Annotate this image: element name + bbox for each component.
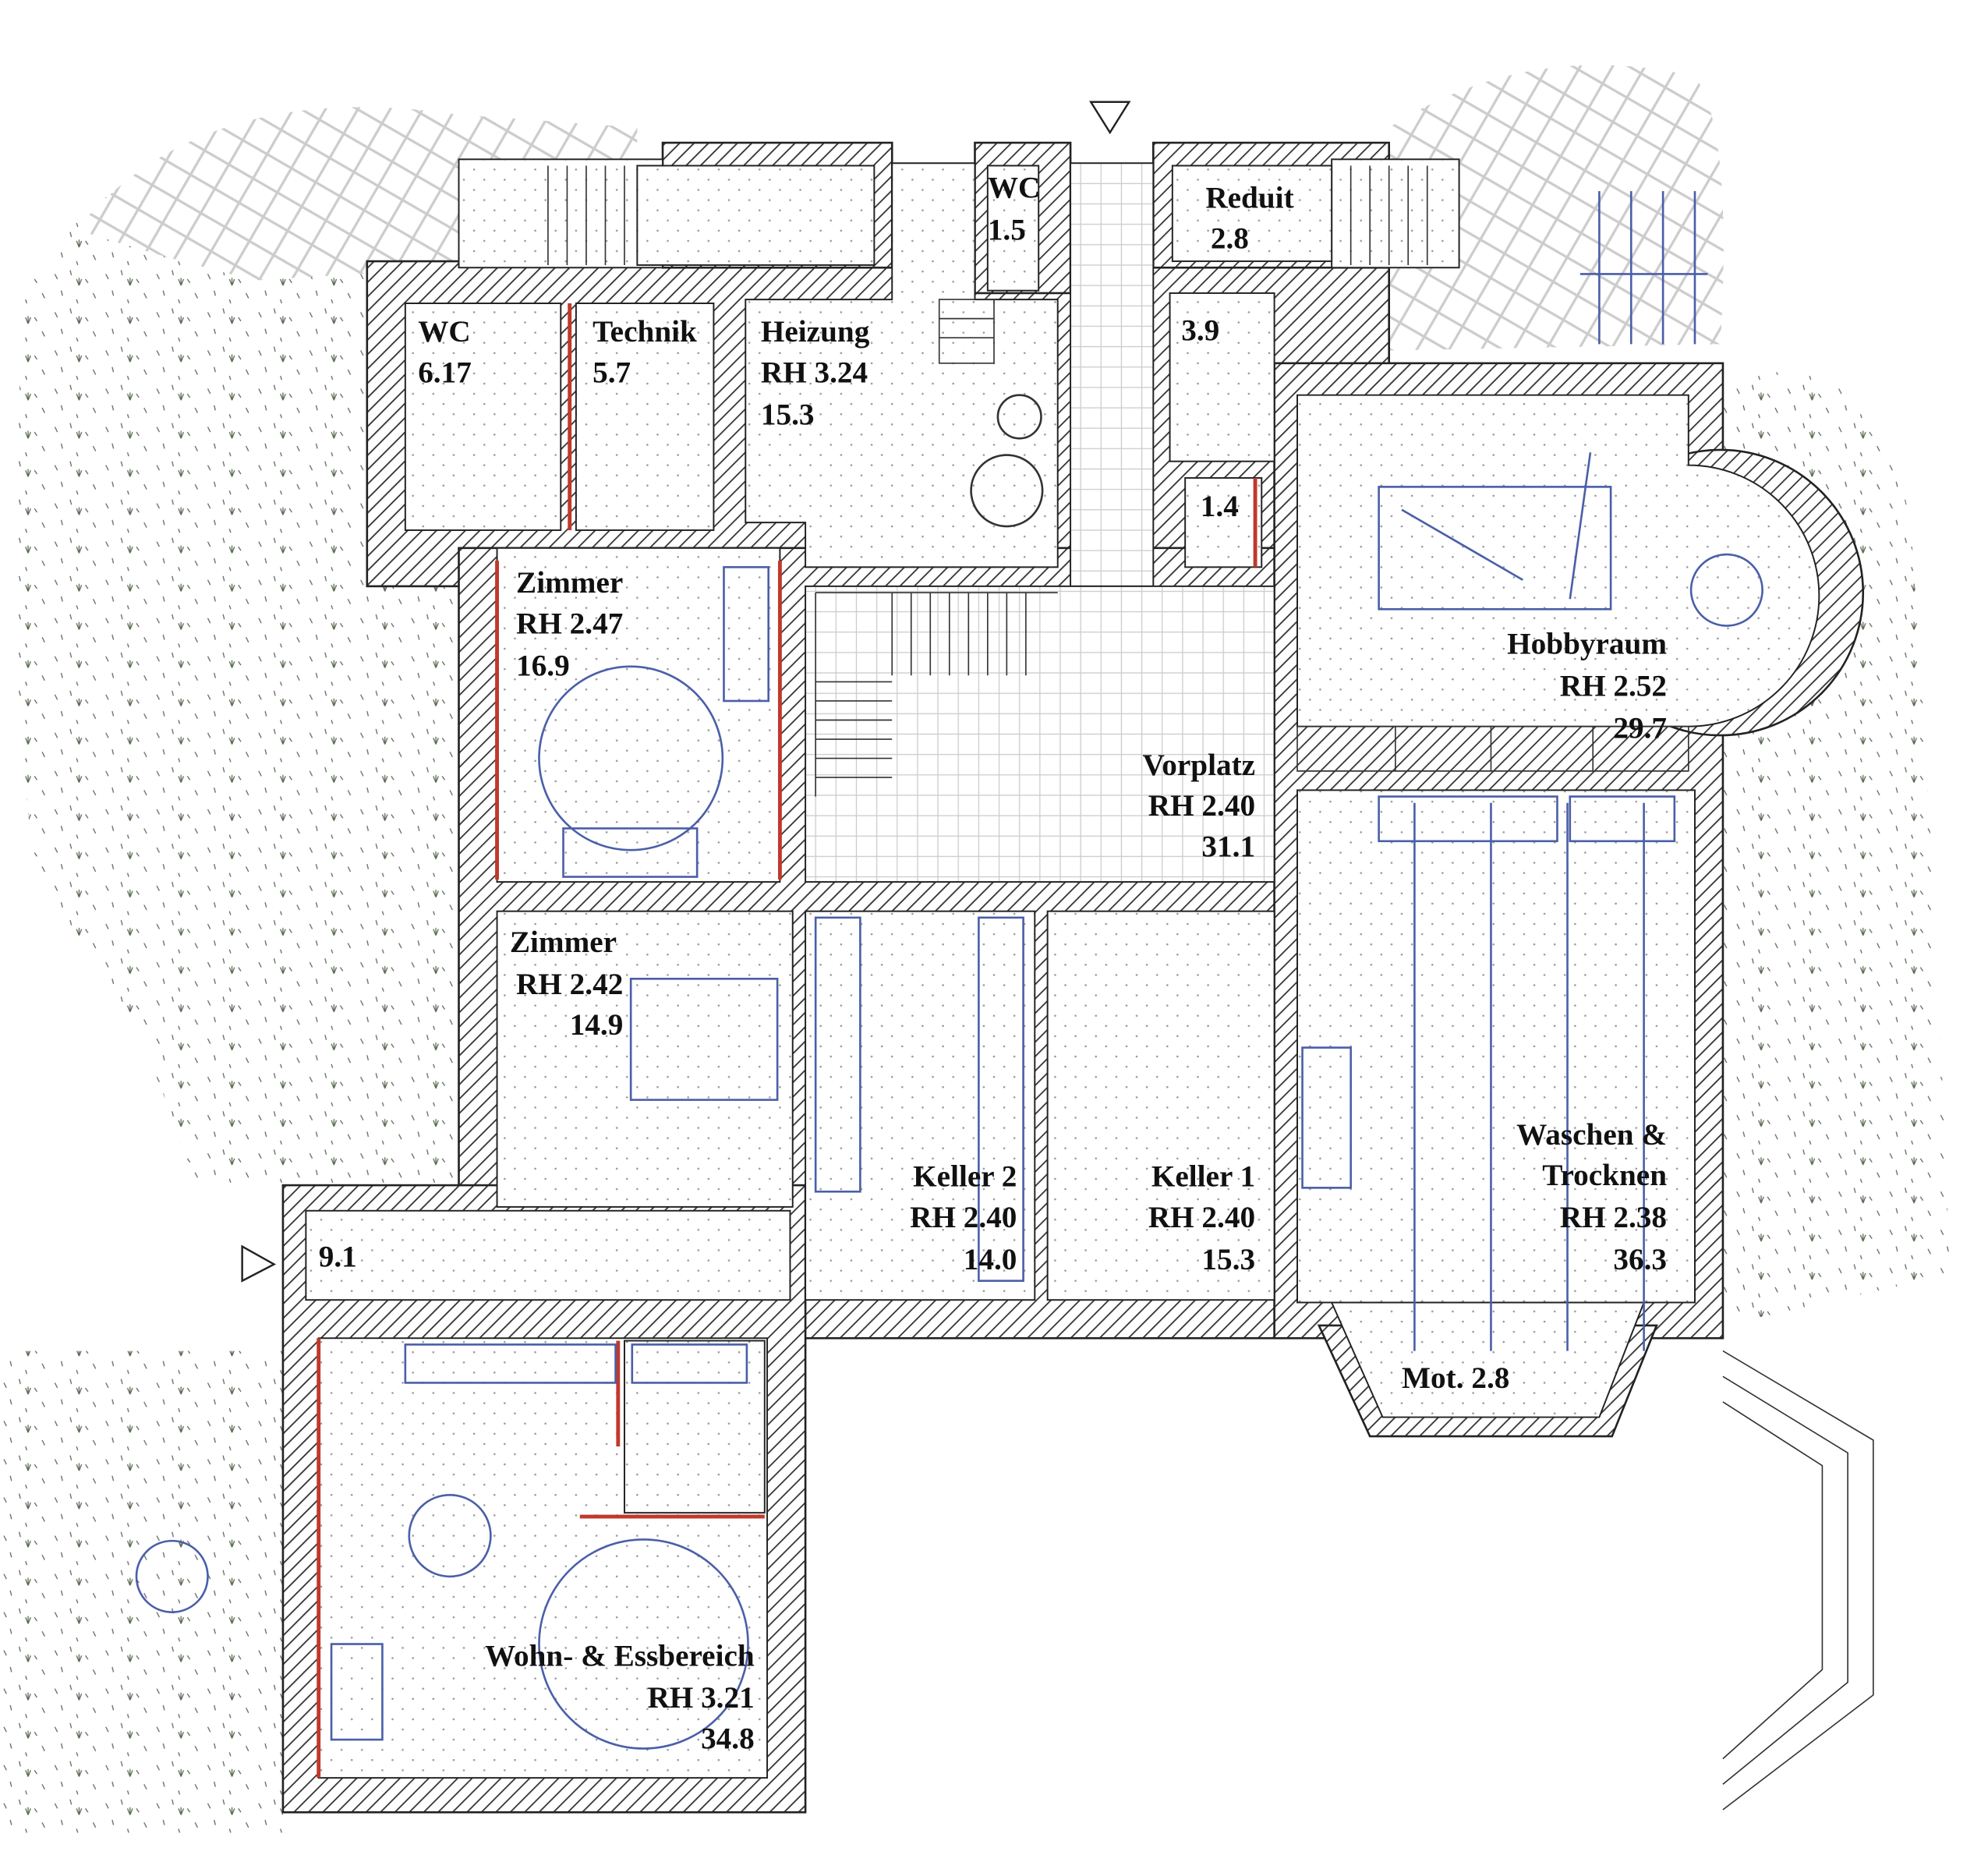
room-zimmer-1 — [496, 547, 781, 883]
room-label-9-1: 9.1 — [319, 1241, 357, 1274]
corridor — [1070, 162, 1155, 587]
room-hobbyraum — [1296, 394, 1820, 727]
room-label-1-4: 1.4 — [1201, 490, 1239, 523]
landscape — [0, 65, 1950, 1835]
rooms — [305, 158, 1820, 1779]
room-waschen — [1296, 789, 1696, 1304]
entrance-arrow-icon — [241, 1244, 277, 1283]
room-technik — [575, 303, 715, 531]
stairs — [547, 165, 1689, 797]
entrance-arrow-icon — [1089, 101, 1131, 135]
bed — [629, 977, 779, 1101]
furniture — [135, 191, 1763, 1750]
round-table — [135, 1539, 209, 1613]
room-3-9 — [1169, 292, 1275, 462]
round-table — [408, 1493, 492, 1578]
room-zimmer-2 — [496, 910, 794, 1208]
paving-ne — [1388, 65, 1724, 351]
round-rug — [538, 665, 724, 851]
round-table — [1689, 553, 1763, 627]
new-walls — [317, 303, 1258, 1779]
billiard-table — [1378, 486, 1612, 611]
room-label-mot: Mot. 2.8 — [1402, 1361, 1509, 1395]
paving-nw — [76, 107, 638, 281]
room-wc-large — [404, 303, 562, 531]
round-rug — [538, 1538, 749, 1750]
room-label-3-9: 3.9 — [1181, 313, 1219, 347]
room-mot — [1330, 1301, 1646, 1418]
room-9-1 — [305, 1209, 791, 1301]
room-reduit — [1171, 165, 1333, 263]
room-wc-small — [986, 165, 1040, 292]
room-1-4 — [1184, 476, 1263, 568]
room-keller-1 — [1046, 910, 1275, 1301]
room-keller-2 — [805, 910, 1036, 1301]
room-vorplatz — [805, 585, 1275, 883]
grass-area — [15, 127, 459, 1186]
room-bath — [624, 1340, 766, 1514]
pond-edge — [1722, 1350, 1874, 1811]
